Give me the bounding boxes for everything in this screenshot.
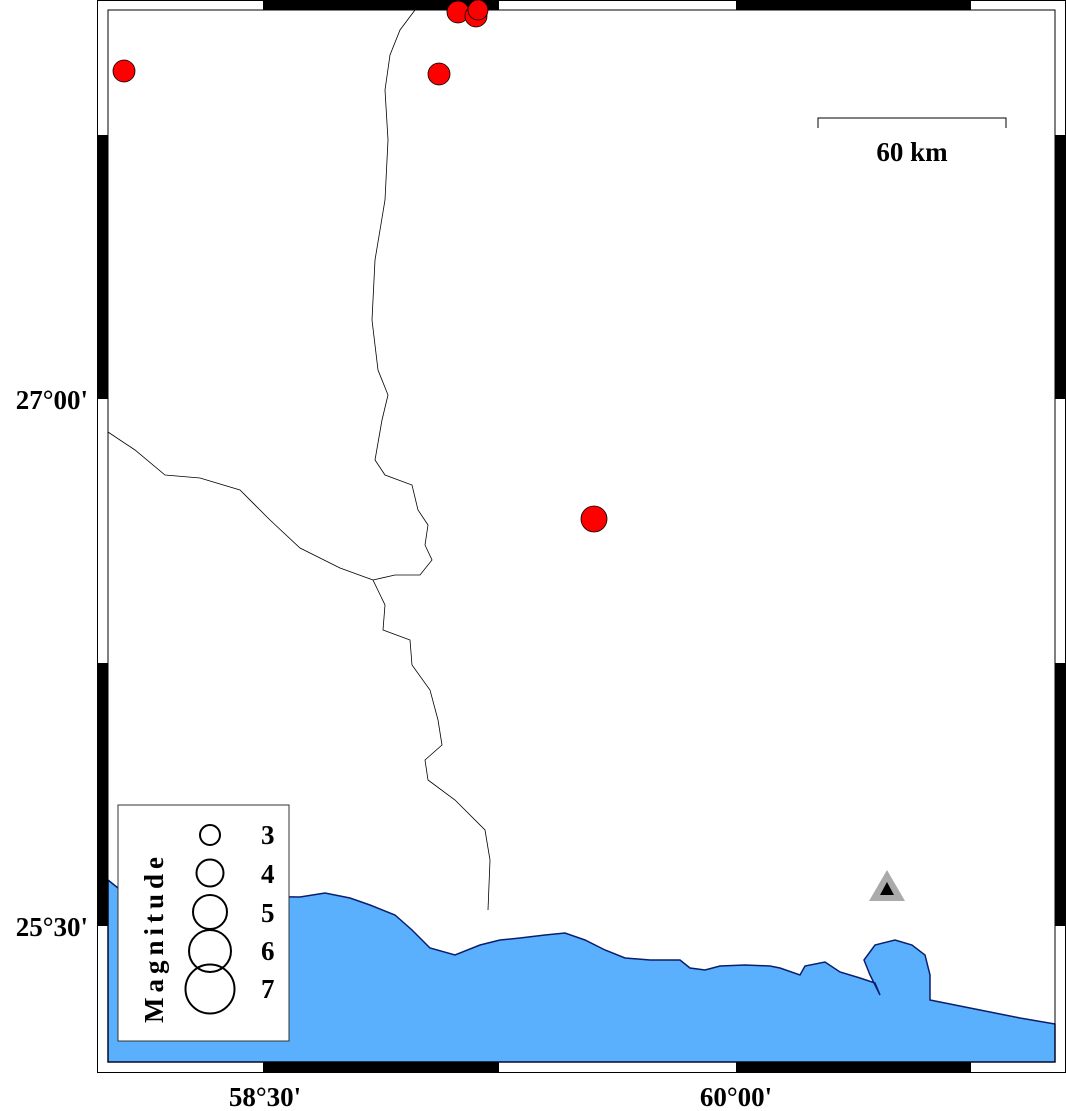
legend-title: Magnitude: [139, 852, 169, 1023]
x-tick-label: 58°30': [229, 1082, 301, 1111]
sea-area: [107, 878, 1056, 1063]
border-line: [107, 431, 374, 581]
frame-ticks: [97, 0, 1066, 1072]
map-frame-inner: [107, 9, 1056, 1063]
legend-size-label: 4: [261, 859, 275, 889]
scale-bar: 60 km: [817, 117, 1007, 167]
event-marker: [112, 59, 136, 83]
legend-size-label: 3: [261, 820, 275, 850]
magnitude-legend: Magnitude 3 4 5 6 7: [117, 804, 290, 1042]
earthquake-events: [112, 0, 608, 533]
event-marker: [427, 62, 451, 86]
y-tick-label: 27°00': [16, 385, 88, 415]
event-marker: [580, 505, 608, 533]
legend-size-label: 7: [261, 974, 275, 1004]
scale-bar-label: 60 km: [876, 137, 948, 167]
x-tick-label: 60°00': [700, 1082, 772, 1111]
station-marker: [869, 870, 905, 901]
event-marker: [467, 0, 489, 21]
border-line: [371, 9, 491, 911]
legend-size-label: 6: [261, 936, 275, 966]
legend-size-label: 5: [261, 898, 275, 928]
y-tick-label: 25°30': [16, 912, 88, 942]
